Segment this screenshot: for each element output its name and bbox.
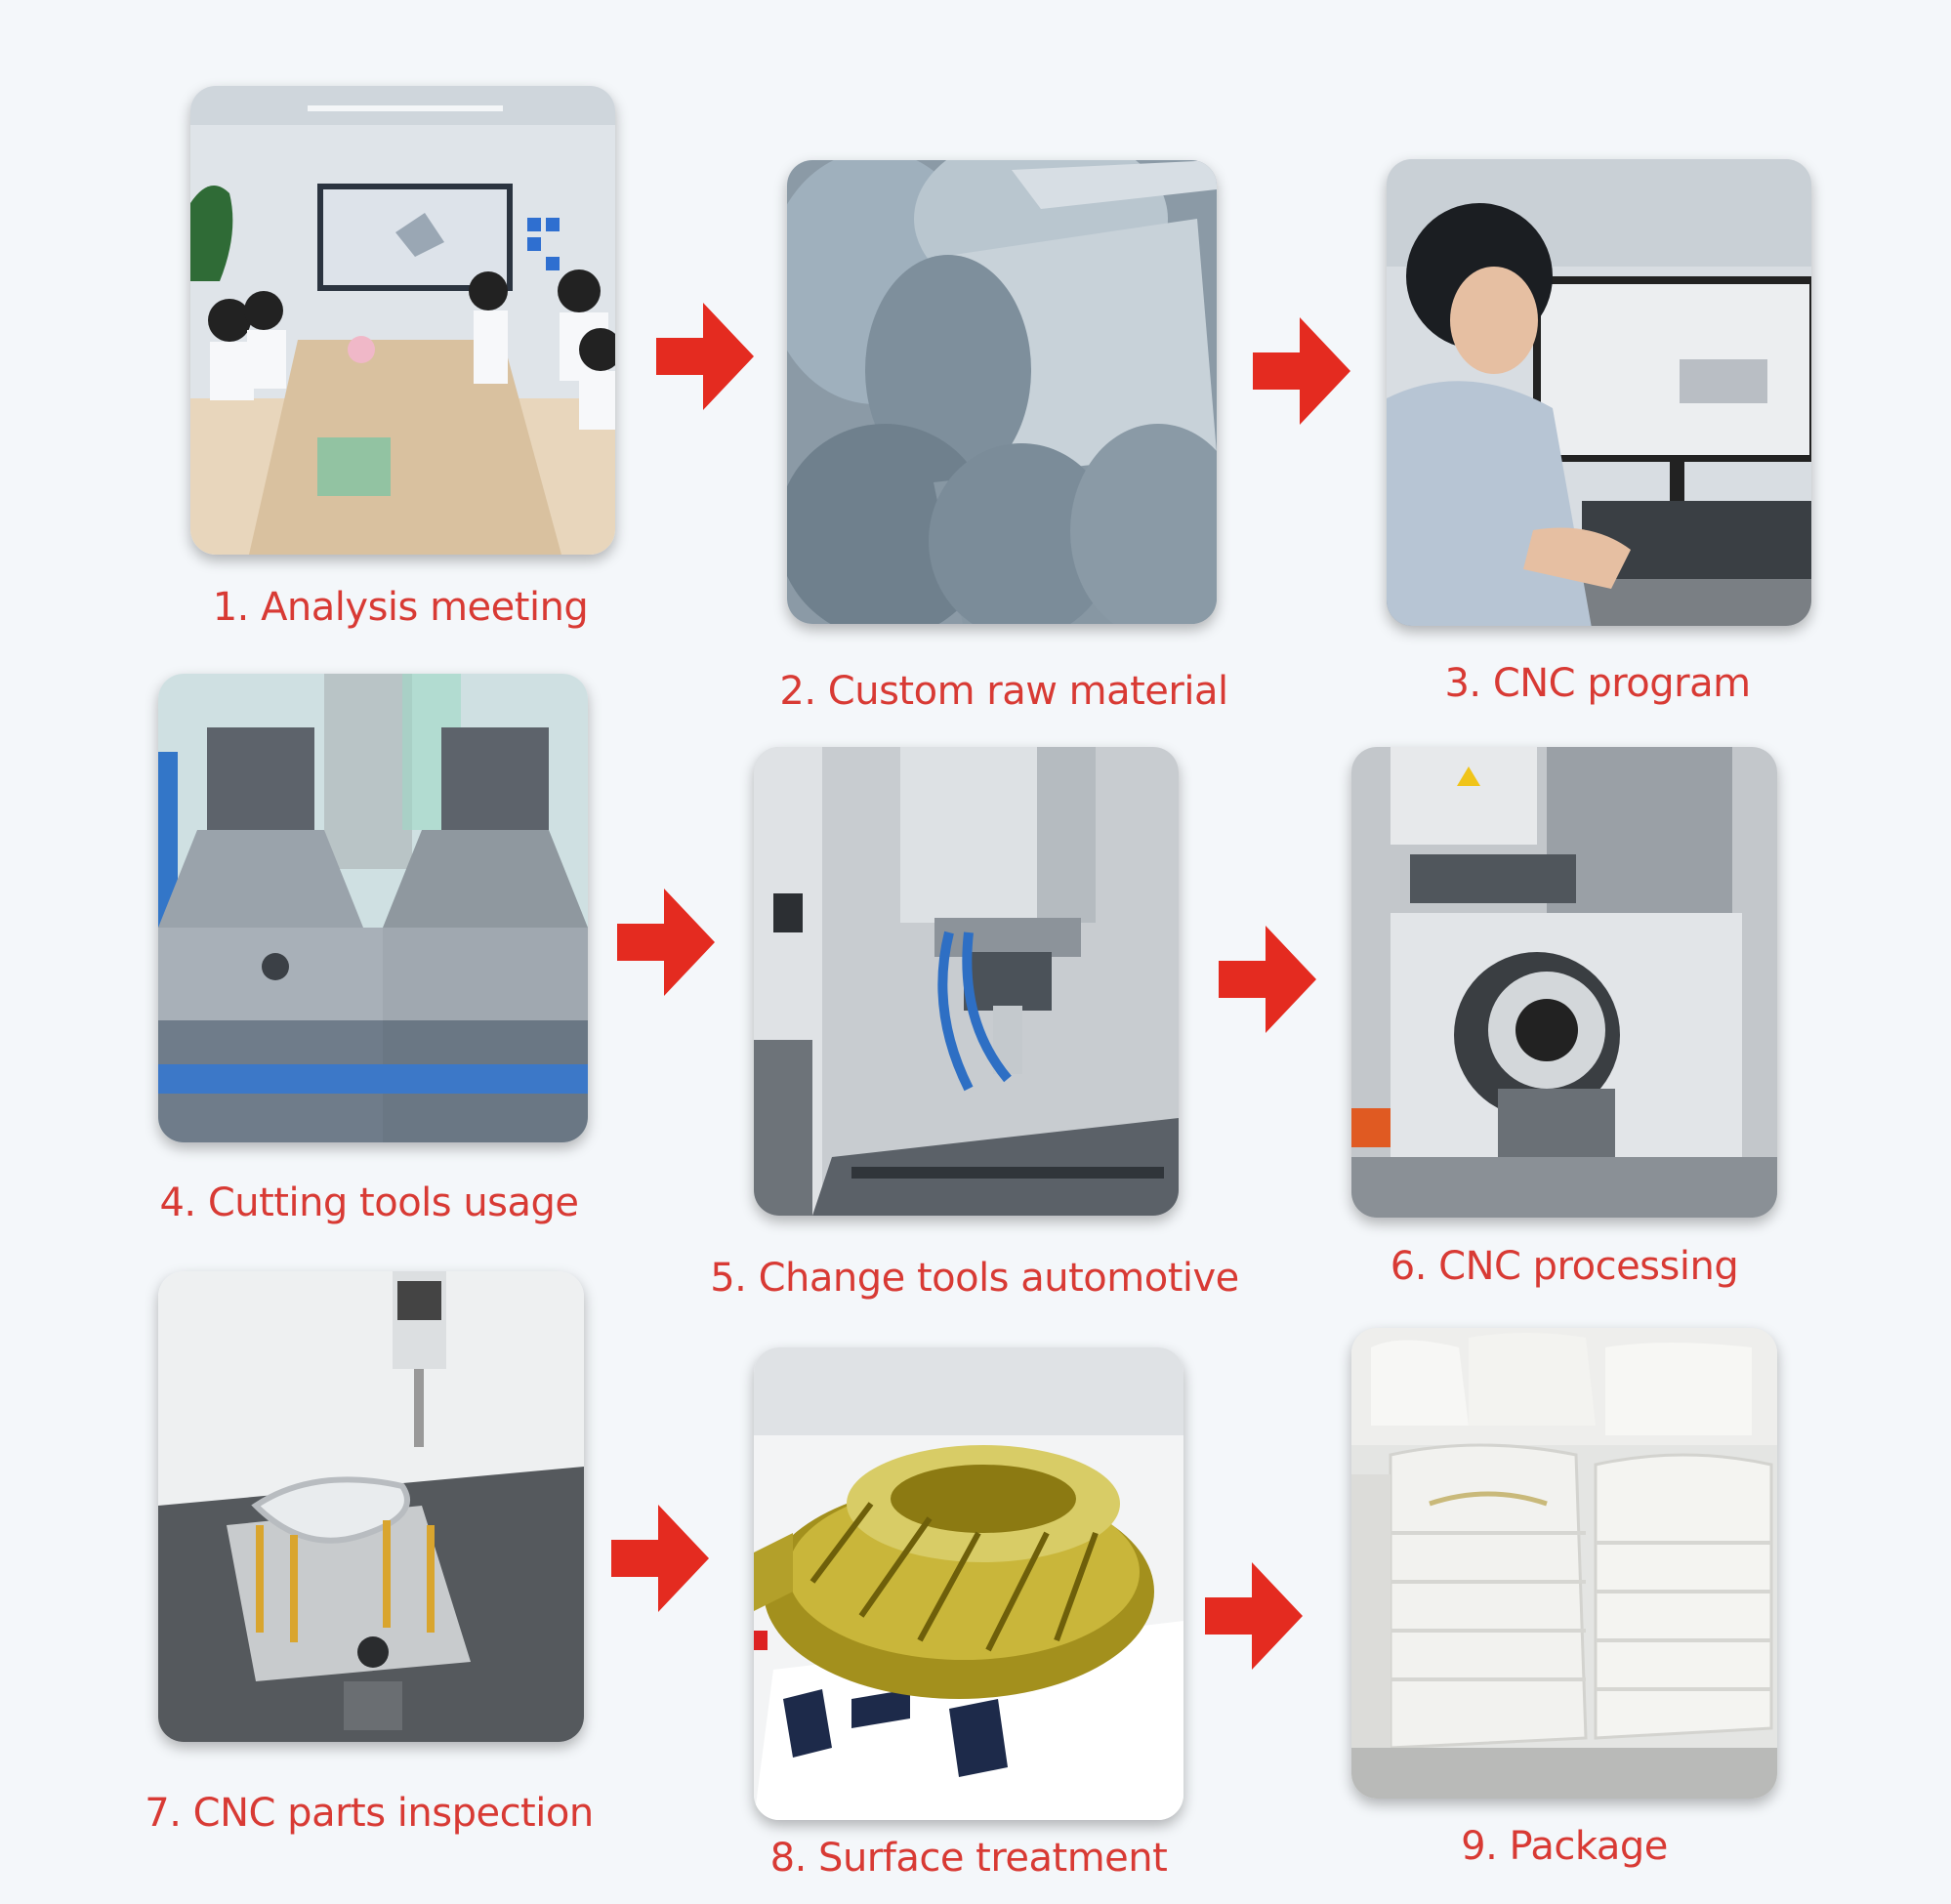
step-9-caption: 9. Package: [1461, 1824, 1668, 1869]
step-5-caption: 5. Change tools automotive: [710, 1256, 1239, 1301]
step-8-caption: 8. Surface treatment: [769, 1836, 1168, 1881]
step-2-caption: 2. Custom raw material: [779, 669, 1228, 714]
gold-impeller-photo-icon: [754, 1347, 1183, 1820]
right-arrow-icon: [617, 889, 715, 996]
step-6-photo: [1351, 747, 1777, 1218]
right-arrow-icon: [1219, 926, 1316, 1033]
spindle-tool-change-photo-icon: [754, 747, 1179, 1216]
step-1-caption: 1. Analysis meeting: [212, 585, 589, 630]
step-9-photo: [1351, 1328, 1777, 1799]
right-arrow-icon: [611, 1505, 709, 1612]
step-8-photo: [754, 1347, 1183, 1820]
cnc-machine-photo-icon: [1351, 747, 1777, 1218]
step-3-photo: [1387, 159, 1811, 626]
right-arrow-icon: [1253, 317, 1350, 425]
cmm-inspection-photo-icon: [158, 1271, 584, 1742]
step-7-photo: [158, 1271, 584, 1742]
step-4-caption: 4. Cutting tools usage: [159, 1180, 579, 1225]
step-2-photo: [787, 160, 1217, 624]
step-4-photo: [158, 674, 588, 1142]
cutting-tools-photo-icon: [158, 674, 588, 1142]
right-arrow-icon: [1205, 1562, 1303, 1670]
programmer-computer-photo-icon: [1387, 159, 1811, 626]
arrow-5-to-6: [1219, 926, 1316, 1033]
step-6-caption: 6. CNC processing: [1390, 1244, 1739, 1289]
arrow-7-to-8: [611, 1505, 709, 1612]
right-arrow-icon: [656, 303, 754, 410]
packaged-parts-photo-icon: [1351, 1328, 1777, 1799]
step-7-caption: 7. CNC parts inspection: [145, 1791, 594, 1836]
aluminum-bars-photo-icon: [787, 160, 1217, 624]
arrow-2-to-3: [1253, 317, 1350, 425]
step-5-photo: [754, 747, 1179, 1216]
arrow-8-to-9: [1205, 1562, 1303, 1670]
step-1-photo: [190, 86, 615, 555]
arrow-1-to-2: [656, 303, 754, 410]
meeting-room-photo-icon: [190, 86, 615, 555]
arrow-4-to-5: [617, 889, 715, 996]
step-3-caption: 3. CNC program: [1444, 661, 1751, 706]
